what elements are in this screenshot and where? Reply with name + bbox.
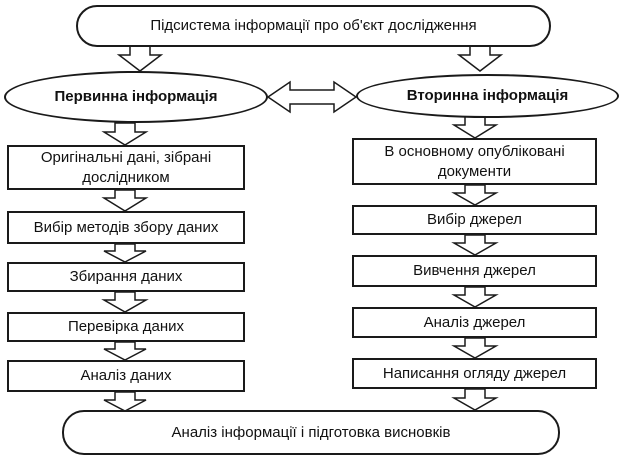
arrow-step4-to-step5: [103, 341, 147, 361]
arrow-step1-to-step2-right: [451, 184, 499, 206]
primary-step-analyze-data: Аналіз даних: [7, 360, 245, 392]
secondary-step-study-sources: Вивчення джерел: [352, 255, 597, 287]
primary-step-collect-data: Збирання даних: [7, 262, 245, 292]
double-arrow-primary-secondary: [266, 80, 358, 114]
secondary-info-oval: Вторинна інформація: [356, 74, 619, 118]
secondary-step-choose-sources: Вибір джерел: [352, 205, 597, 235]
primary-step-verify-data: Перевірка даних: [7, 312, 245, 342]
arrow-step2-to-step3-right: [451, 234, 499, 256]
arrow-top-to-primary: [116, 45, 164, 72]
arrow-step1-to-step2: [101, 189, 149, 212]
top-box-object-info-subsystem: Підсистема інформації про об'єкт дослідж…: [76, 5, 551, 47]
arrow-top-to-secondary: [456, 45, 504, 72]
arrow-step2-to-step3: [103, 243, 147, 263]
arrow-step5-to-bottom: [103, 391, 147, 412]
secondary-step-analyze-sources: Аналіз джерел: [352, 307, 597, 338]
arrow-step3-to-step4-right: [451, 286, 499, 308]
arrow-step4-to-step5-right: [451, 337, 499, 359]
bottom-box-analysis-conclusions: Аналіз інформації і підготовка висновків: [62, 410, 560, 455]
primary-step-choose-methods: Вибір методів збору даних: [7, 211, 245, 244]
arrow-step5-to-bottom-right: [451, 388, 499, 411]
primary-info-oval: Первинна інформація: [4, 71, 268, 123]
primary-step-original-data: Оригінальні дані, зібрані дослідником: [7, 145, 245, 190]
arrow-step3-to-step4: [101, 291, 149, 313]
secondary-step-published-documents: В основному опубліковані документи: [352, 138, 597, 185]
secondary-step-write-review: Написання огляду джерел: [352, 358, 597, 389]
arrow-primary-to-step1: [101, 122, 149, 146]
arrow-secondary-to-step1: [451, 115, 499, 139]
